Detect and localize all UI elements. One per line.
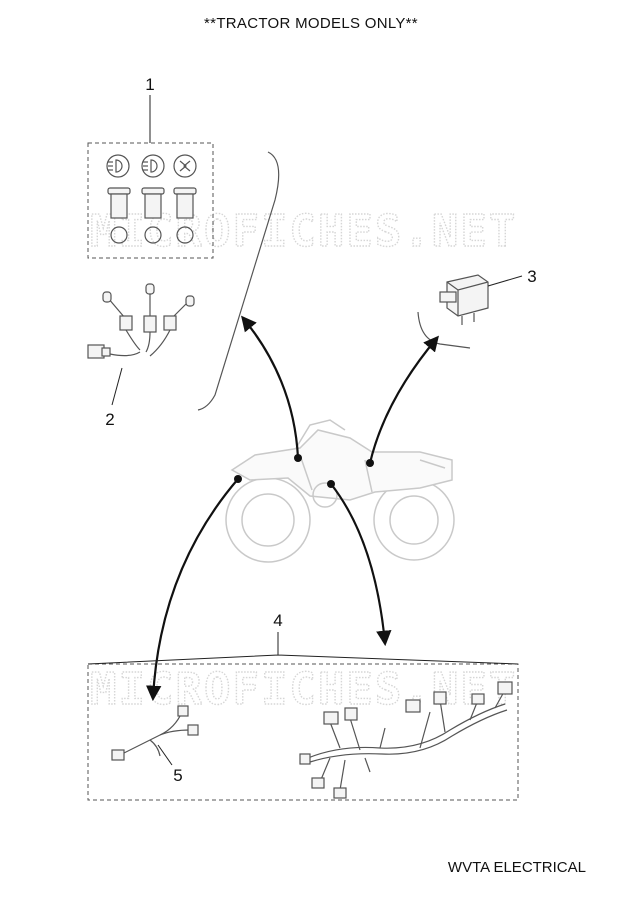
arrow-to-part-5	[145, 478, 239, 702]
callout-2: 2	[105, 410, 114, 429]
callout-4: 4	[273, 611, 282, 630]
turn-signal-icon	[173, 154, 197, 178]
part-5-sub-harness[interactable]	[111, 705, 199, 761]
arrow-to-part-3	[368, 335, 439, 464]
callout-3: 3	[527, 267, 536, 286]
callout-1: 1	[145, 75, 154, 94]
footer-label: WVTA ELECTRICAL	[448, 859, 586, 876]
arrow-to-part-1	[241, 315, 300, 459]
part-4-box	[87, 663, 519, 801]
bulb-3	[173, 187, 197, 219]
headlight-high-icon	[141, 154, 165, 178]
headlight-low-icon	[106, 154, 130, 178]
page-title: **TRACTOR MODELS ONLY**	[204, 15, 418, 32]
bulb-1	[107, 187, 131, 219]
part-4-main-harness[interactable]	[299, 681, 513, 799]
arrow-to-part-4	[330, 483, 392, 647]
part-3-relay[interactable]	[439, 274, 489, 325]
atv-silhouette	[225, 419, 455, 563]
part-1-bulb-kit[interactable]	[87, 142, 214, 259]
bulb-2	[141, 187, 165, 219]
part-2-bulb-socket-harness[interactable]	[87, 283, 195, 359]
callout-5: 5	[173, 766, 182, 785]
